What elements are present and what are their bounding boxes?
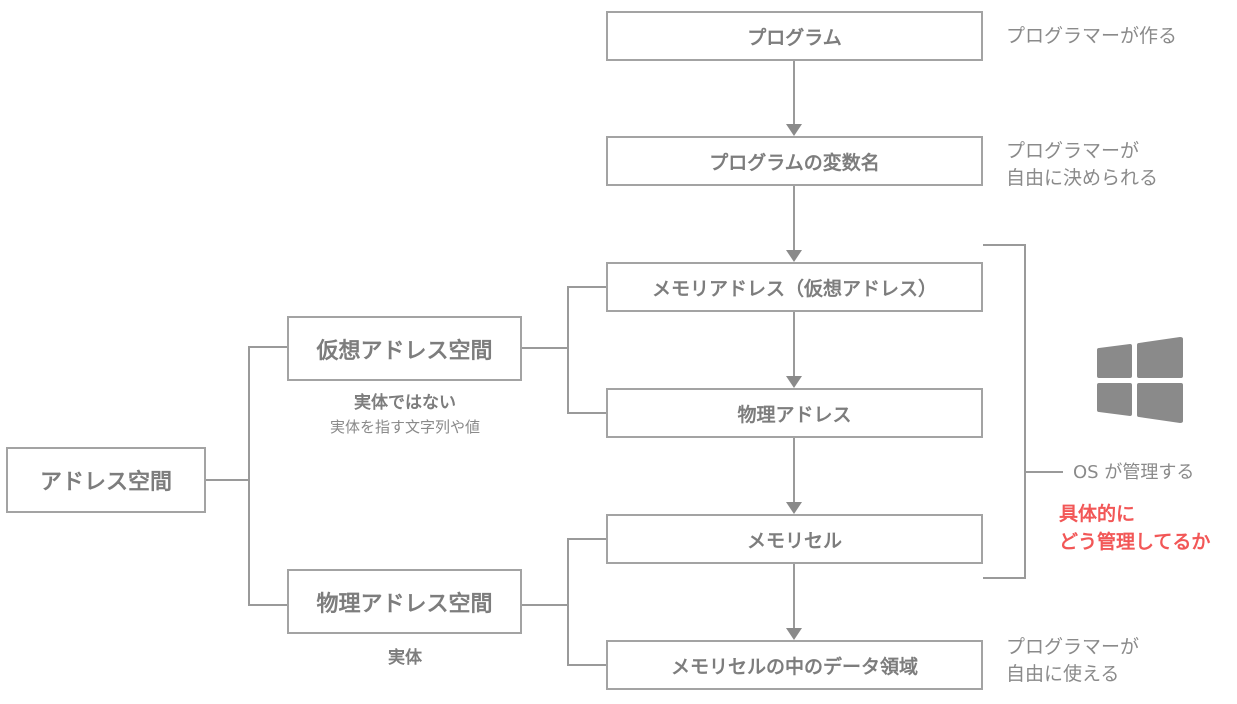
os-manages-label: OS が管理する [1073, 462, 1195, 483]
arrow-head-4 [786, 502, 802, 514]
side-note-line: プログラマーが [1006, 636, 1140, 658]
flow-node-label: 物理アドレス [737, 403, 852, 426]
root-node: アドレス空間 [6, 447, 206, 513]
physical-note-main: 実体 [388, 648, 422, 668]
side-note-data-area: プログラマーが 自由に使える [1006, 634, 1139, 688]
arrow-head-3 [786, 376, 802, 388]
flow-node-program: プログラム [606, 11, 983, 61]
windows-logo-icon [1097, 337, 1183, 423]
root-label: アドレス空間 [39, 470, 172, 495]
flow-node-memory-address: メモリアドレス（仮想アドレス） [606, 262, 983, 312]
flow-node-label: メモリセル [746, 529, 842, 552]
virtual-address-space-node: 仮想アドレス空間 [287, 316, 522, 381]
virtual-note-sub: 実体を指す文字列や値 [329, 418, 480, 436]
flow-node-label: プログラムの変数名 [709, 151, 880, 174]
side-note-line: プログラマーが [1006, 140, 1140, 162]
side-note-line: プログラマーが作る [1006, 25, 1178, 47]
arrow-head-1 [786, 124, 802, 136]
flow-node-label: メモリセルの中のデータ領域 [670, 655, 918, 678]
physical-note: 実体 [300, 645, 510, 671]
side-note-line: 自由に決められる [1006, 167, 1159, 189]
virtual-address-space-label: 仮想アドレス空間 [316, 338, 493, 364]
flow-node-label: プログラム [747, 26, 842, 49]
arrow-head-5 [786, 628, 802, 640]
question-line: 具体的に [1059, 503, 1136, 525]
question-line: どう管理してるか [1059, 531, 1211, 553]
arrow-head-2 [786, 250, 802, 262]
virtual-note: 実体ではない 実体を指す文字列や値 [300, 390, 510, 438]
physical-address-space-label: 物理アドレス空間 [316, 591, 493, 617]
flow-node-physical-address: 物理アドレス [606, 388, 983, 438]
side-note-line: 自由に使える [1006, 663, 1120, 685]
flow-node-memory-cell: メモリセル [606, 514, 983, 564]
virtual-note-main: 実体ではない [354, 393, 456, 413]
question-note: 具体的に どう管理してるか [1059, 500, 1210, 556]
physical-address-space-node: 物理アドレス空間 [287, 569, 522, 634]
side-note-variable-name: プログラマーが 自由に決められる [1006, 138, 1158, 192]
flow-node-label: メモリアドレス（仮想アドレス） [651, 277, 937, 300]
flow-node-variable-name: プログラムの変数名 [606, 136, 983, 186]
side-note-program: プログラマーが作る [1006, 23, 1177, 50]
flow-node-data-area: メモリセルの中のデータ領域 [606, 640, 983, 690]
